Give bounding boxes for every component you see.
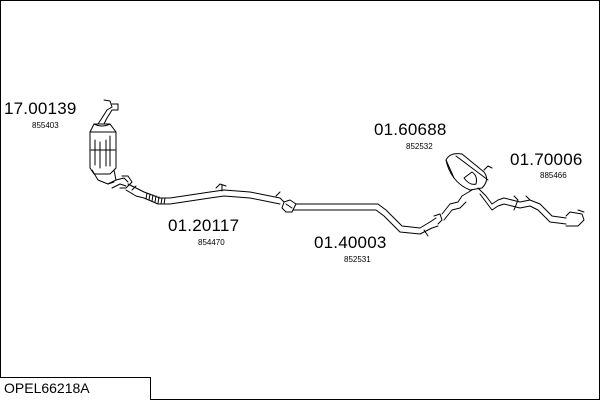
- title-box: OPEL66218A: [0, 377, 151, 400]
- particulate-filter-part[interactable]: [89, 99, 133, 189]
- ref-number-label: 885466: [540, 171, 567, 180]
- centre-silencer-part[interactable]: [441, 153, 513, 221]
- part-number-label: 01.20117: [168, 216, 240, 235]
- part-number-label: 01.70006: [510, 150, 583, 169]
- part-number-label: 01.60688: [374, 120, 447, 139]
- intermediate-pipe-part[interactable]: [301, 203, 443, 237]
- rear-pipe-part[interactable]: [511, 195, 585, 227]
- diagram-title: OPEL66218A: [4, 380, 90, 396]
- ref-number-label: 854470: [198, 238, 225, 247]
- part-number-label: 01.40003: [314, 233, 387, 252]
- ref-number-label: 855403: [32, 121, 59, 130]
- ref-number-label: 852532: [406, 142, 433, 151]
- part-number-label: 17.00139: [4, 99, 77, 118]
- ref-number-label: 852531: [344, 255, 371, 264]
- front-pipe-part[interactable]: [125, 183, 303, 213]
